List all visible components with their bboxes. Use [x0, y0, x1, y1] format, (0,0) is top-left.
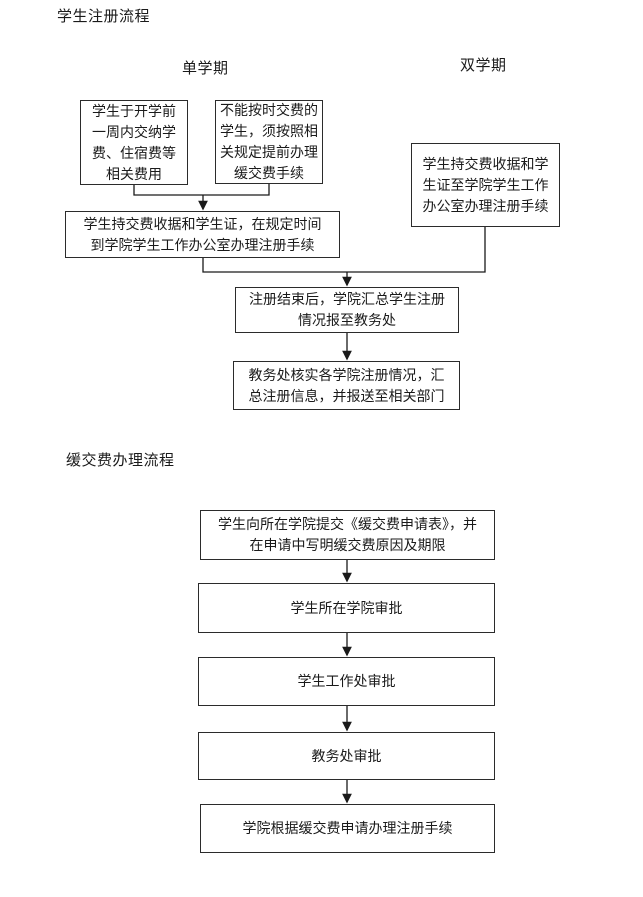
flow1-title: 学生注册流程 [57, 8, 151, 25]
flow2-node-college-registration: 学院根据缓交费申请办理注册手续 [200, 804, 495, 853]
flow1-node-defer-procedure: 不能按时交费的 学生，须按照相 关规定提前办理 缓交费手续 [215, 100, 323, 184]
flow1-node-college-report: 注册结束后，学院汇总学生注册 情况报至教务处 [235, 287, 459, 333]
flow2-node-submit-application: 学生向所在学院提交《缓交费申请表》，并 在申请中写明缓交费原因及期限 [200, 510, 495, 560]
flow2-node-aao-approval: 教务处审批 [198, 732, 495, 780]
flow2-node-student-affairs-approval: 学生工作处审批 [198, 657, 495, 706]
flow1-node-dual-register: 学生持交费收据和学 生证至学院学生工作 办公室办理注册手续 [411, 143, 560, 227]
flow1-node-single-register: 学生持交费收据和学生证，在规定时间 到学院学生工作办公室办理注册手续 [65, 211, 340, 258]
connector-merge-single-semester [133, 184, 270, 196]
column-header-double-semester: 双学期 [460, 57, 507, 74]
flow1-node-aao-verify: 教务处核实各学院注册情况，汇 总注册信息，并报送至相关部门 [233, 361, 460, 410]
column-header-single-semester: 单学期 [182, 60, 229, 77]
flow2-title: 缓交费办理流程 [66, 452, 175, 469]
flow2-node-college-approval: 学生所在学院审批 [198, 583, 495, 633]
flow1-node-pay-fees: 学生于开学前 一周内交纳学 费、住宿费等 相关费用 [80, 100, 188, 185]
